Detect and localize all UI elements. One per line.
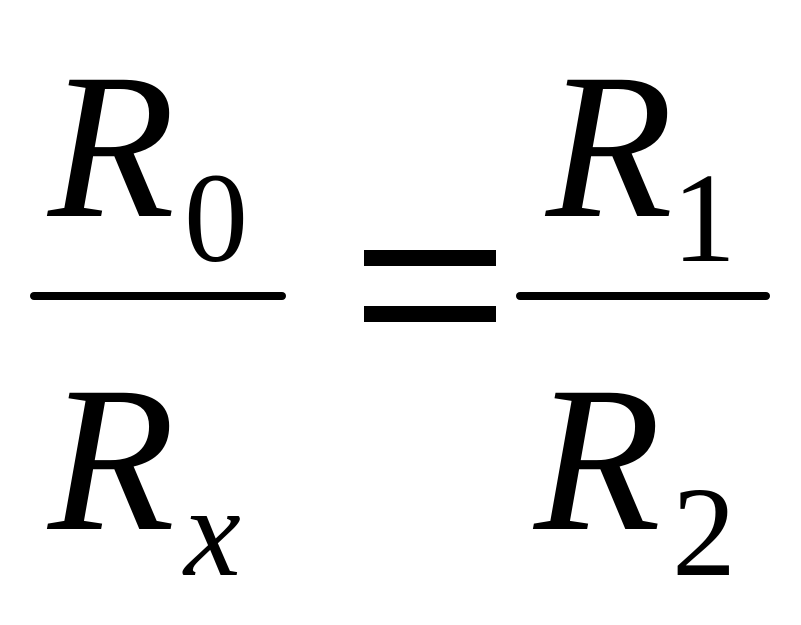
right-fraction-bar xyxy=(516,292,770,300)
left-denominator-subscript: x xyxy=(184,461,241,603)
left-numerator-subscript: 0 xyxy=(184,147,248,289)
right-denominator-subscript: 2 xyxy=(672,461,736,603)
equals-bottom-bar xyxy=(364,306,496,322)
left-denominator-symbol: R xyxy=(48,344,176,574)
left-fraction-bar xyxy=(30,292,286,300)
right-numerator-subscript: 1 xyxy=(672,147,736,289)
equals-top-bar xyxy=(364,250,496,266)
right-denominator-symbol: R xyxy=(534,344,662,574)
left-numerator-symbol: R xyxy=(48,31,176,261)
right-numerator-symbol: R xyxy=(546,31,674,261)
